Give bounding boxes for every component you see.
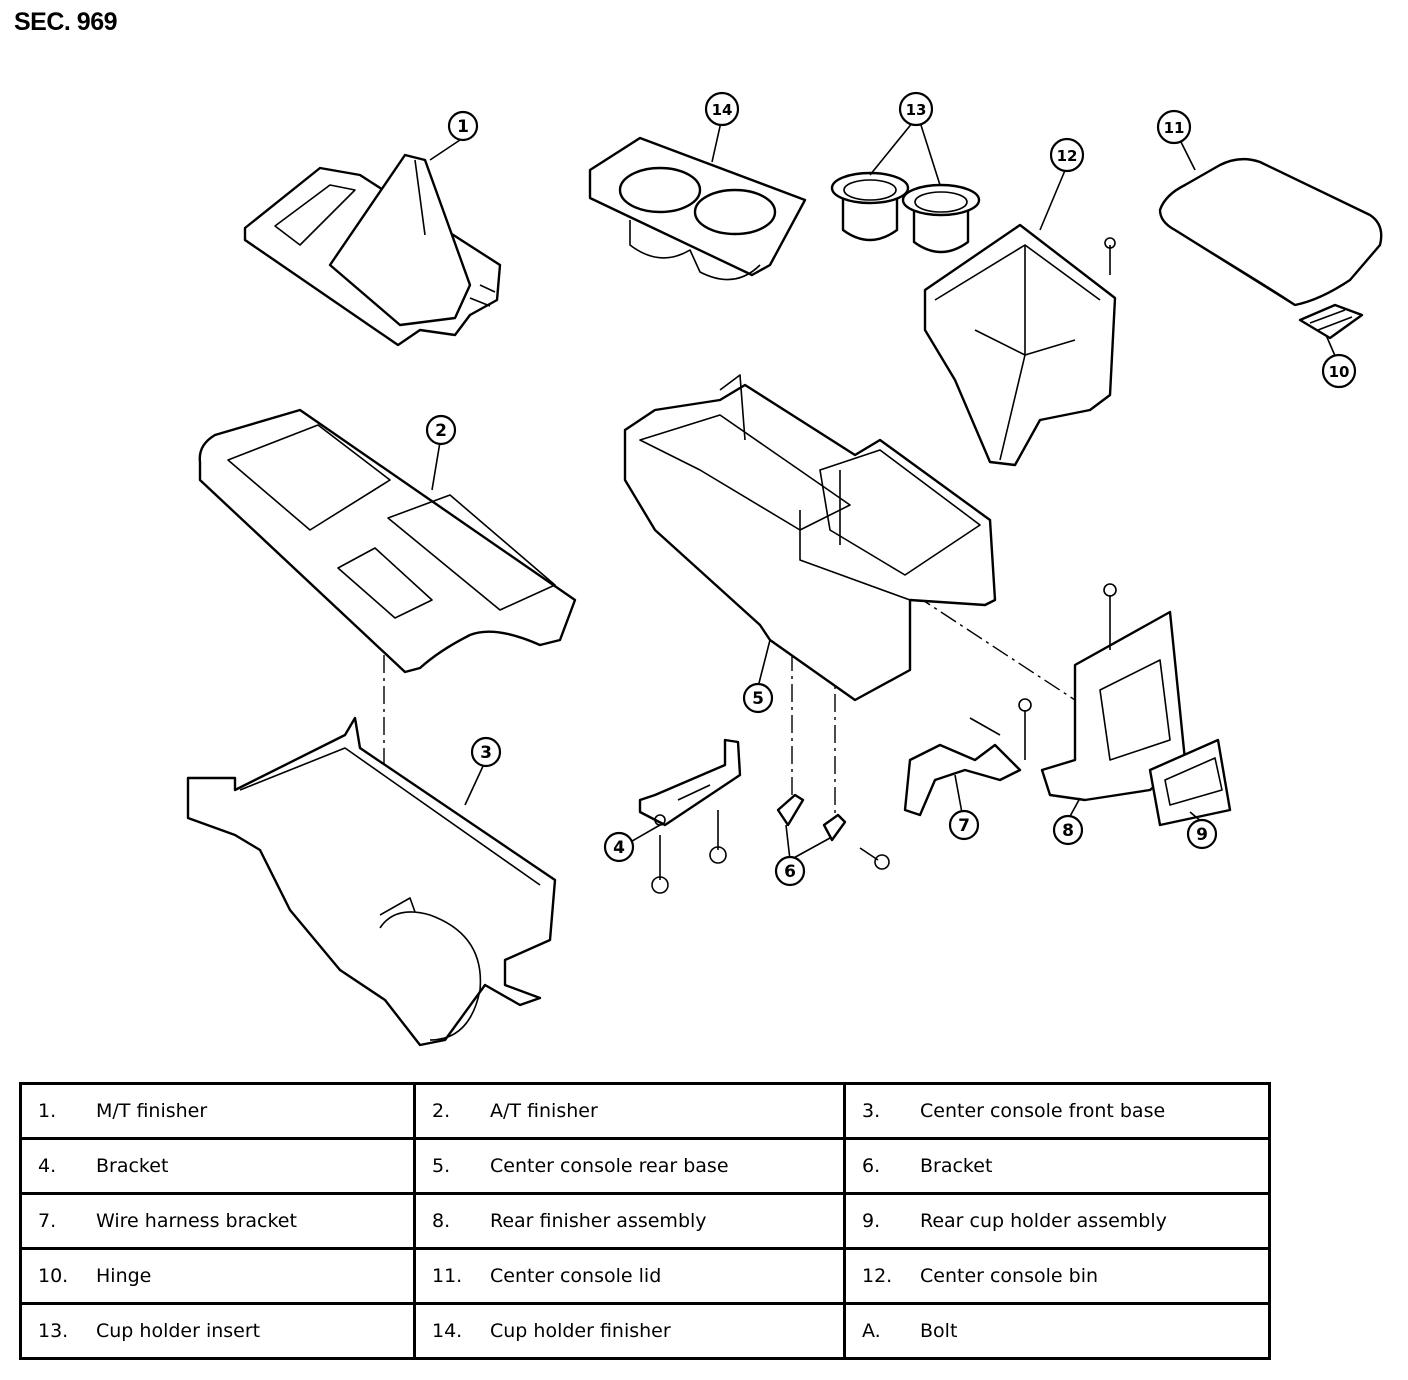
part-center-console-front-base	[186, 716, 557, 1047]
part-hinge	[1298, 303, 1364, 340]
callout-8: 8	[1052, 814, 1084, 846]
part-wire-harness-bracket	[903, 698, 1032, 817]
leader-lines	[429, 121, 1337, 861]
legend-cell: 14.Cup holder finisher	[413, 1302, 846, 1360]
svg-text:4: 4	[613, 838, 625, 858]
part-center-console-bin	[923, 223, 1117, 467]
legend-cell: 2.A/T finisher	[413, 1082, 846, 1140]
section-title: SEC. 969	[14, 8, 118, 36]
legend-cell: 3.Center console front base	[843, 1082, 1271, 1140]
legend-row: 7.Wire harness bracket 8.Rear finisher a…	[19, 1192, 1271, 1250]
callout-3: 3	[470, 736, 502, 768]
svg-text:12: 12	[1057, 147, 1078, 165]
legend-cell: 7.Wire harness bracket	[19, 1192, 416, 1250]
legend-cell: A.Bolt	[843, 1302, 1271, 1360]
legend-cell: 8.Rear finisher assembly	[413, 1192, 846, 1250]
callouts: 1 2 3 4 5 6 7 8 9 10 11 12 13 14	[425, 91, 1357, 887]
parts-legend-table: 1.M/T finisher 2.A/T finisher 3.Center c…	[19, 1082, 1271, 1360]
part-at-finisher	[198, 408, 577, 674]
callout-13: 13	[898, 91, 934, 127]
part-cup-holder-insert	[830, 171, 981, 254]
callout-12: 12	[1049, 137, 1085, 173]
svg-text:8: 8	[1062, 821, 1074, 841]
svg-text:9: 9	[1196, 825, 1208, 845]
legend-row: 4.Bracket 5.Center console rear base 6.B…	[19, 1137, 1271, 1195]
part-bracket-4	[638, 738, 742, 894]
callout-1: 1	[447, 110, 479, 142]
svg-text:11: 11	[1164, 119, 1185, 137]
svg-text:7: 7	[958, 816, 970, 836]
svg-text:6: 6	[784, 862, 796, 882]
legend-cell: 4.Bracket	[19, 1137, 416, 1195]
callout-5: 5	[742, 682, 774, 714]
part-mt-finisher	[243, 153, 502, 347]
callout-7: 7	[948, 809, 980, 841]
part-bracket-6	[776, 793, 890, 870]
legend-row: 1.M/T finisher 2.A/T finisher 3.Center c…	[19, 1082, 1271, 1140]
legend-cell: 13.Cup holder insert	[19, 1302, 416, 1360]
svg-text:13: 13	[906, 101, 927, 119]
svg-text:1: 1	[457, 117, 469, 137]
legend-cell: 12.Center console bin	[843, 1247, 1271, 1305]
callout-11: 11	[1156, 109, 1192, 145]
legend-cell: 5.Center console rear base	[413, 1137, 846, 1195]
callout-9: 9	[1186, 818, 1218, 850]
part-rear-cup-holder-assembly	[1148, 738, 1232, 827]
svg-text:10: 10	[1329, 363, 1350, 381]
part-center-console-lid	[1158, 157, 1383, 307]
callout-4: 4	[603, 831, 635, 863]
legend-cell: 10.Hinge	[19, 1247, 416, 1305]
svg-text:2: 2	[435, 421, 447, 441]
svg-text:14: 14	[712, 101, 733, 119]
legend-cell: 6.Bracket	[843, 1137, 1271, 1195]
part-rear-finisher-assembly	[1040, 583, 1187, 802]
exploded-parts-diagram: 1 2 3 4 5 6 7 8 9 10 11 12 13 14	[186, 91, 1383, 1047]
legend-cell: 11.Center console lid	[413, 1247, 846, 1305]
legend-row: 13.Cup holder insert 14.Cup holder finis…	[19, 1302, 1271, 1360]
callout-10: 10	[1321, 353, 1357, 389]
legend-cell: 1.M/T finisher	[19, 1082, 416, 1140]
part-cup-holder-finisher	[588, 136, 807, 281]
part-center-console-rear-base	[623, 374, 997, 702]
legend-cell: 9.Rear cup holder assembly	[843, 1192, 1271, 1250]
legend-row: 10.Hinge 11.Center console lid 12.Center…	[19, 1247, 1271, 1305]
callout-6: 6	[774, 855, 806, 887]
svg-text:5: 5	[752, 689, 764, 709]
svg-text:3: 3	[480, 743, 492, 763]
callout-14: 14	[704, 91, 740, 127]
callout-2: 2	[425, 414, 457, 446]
